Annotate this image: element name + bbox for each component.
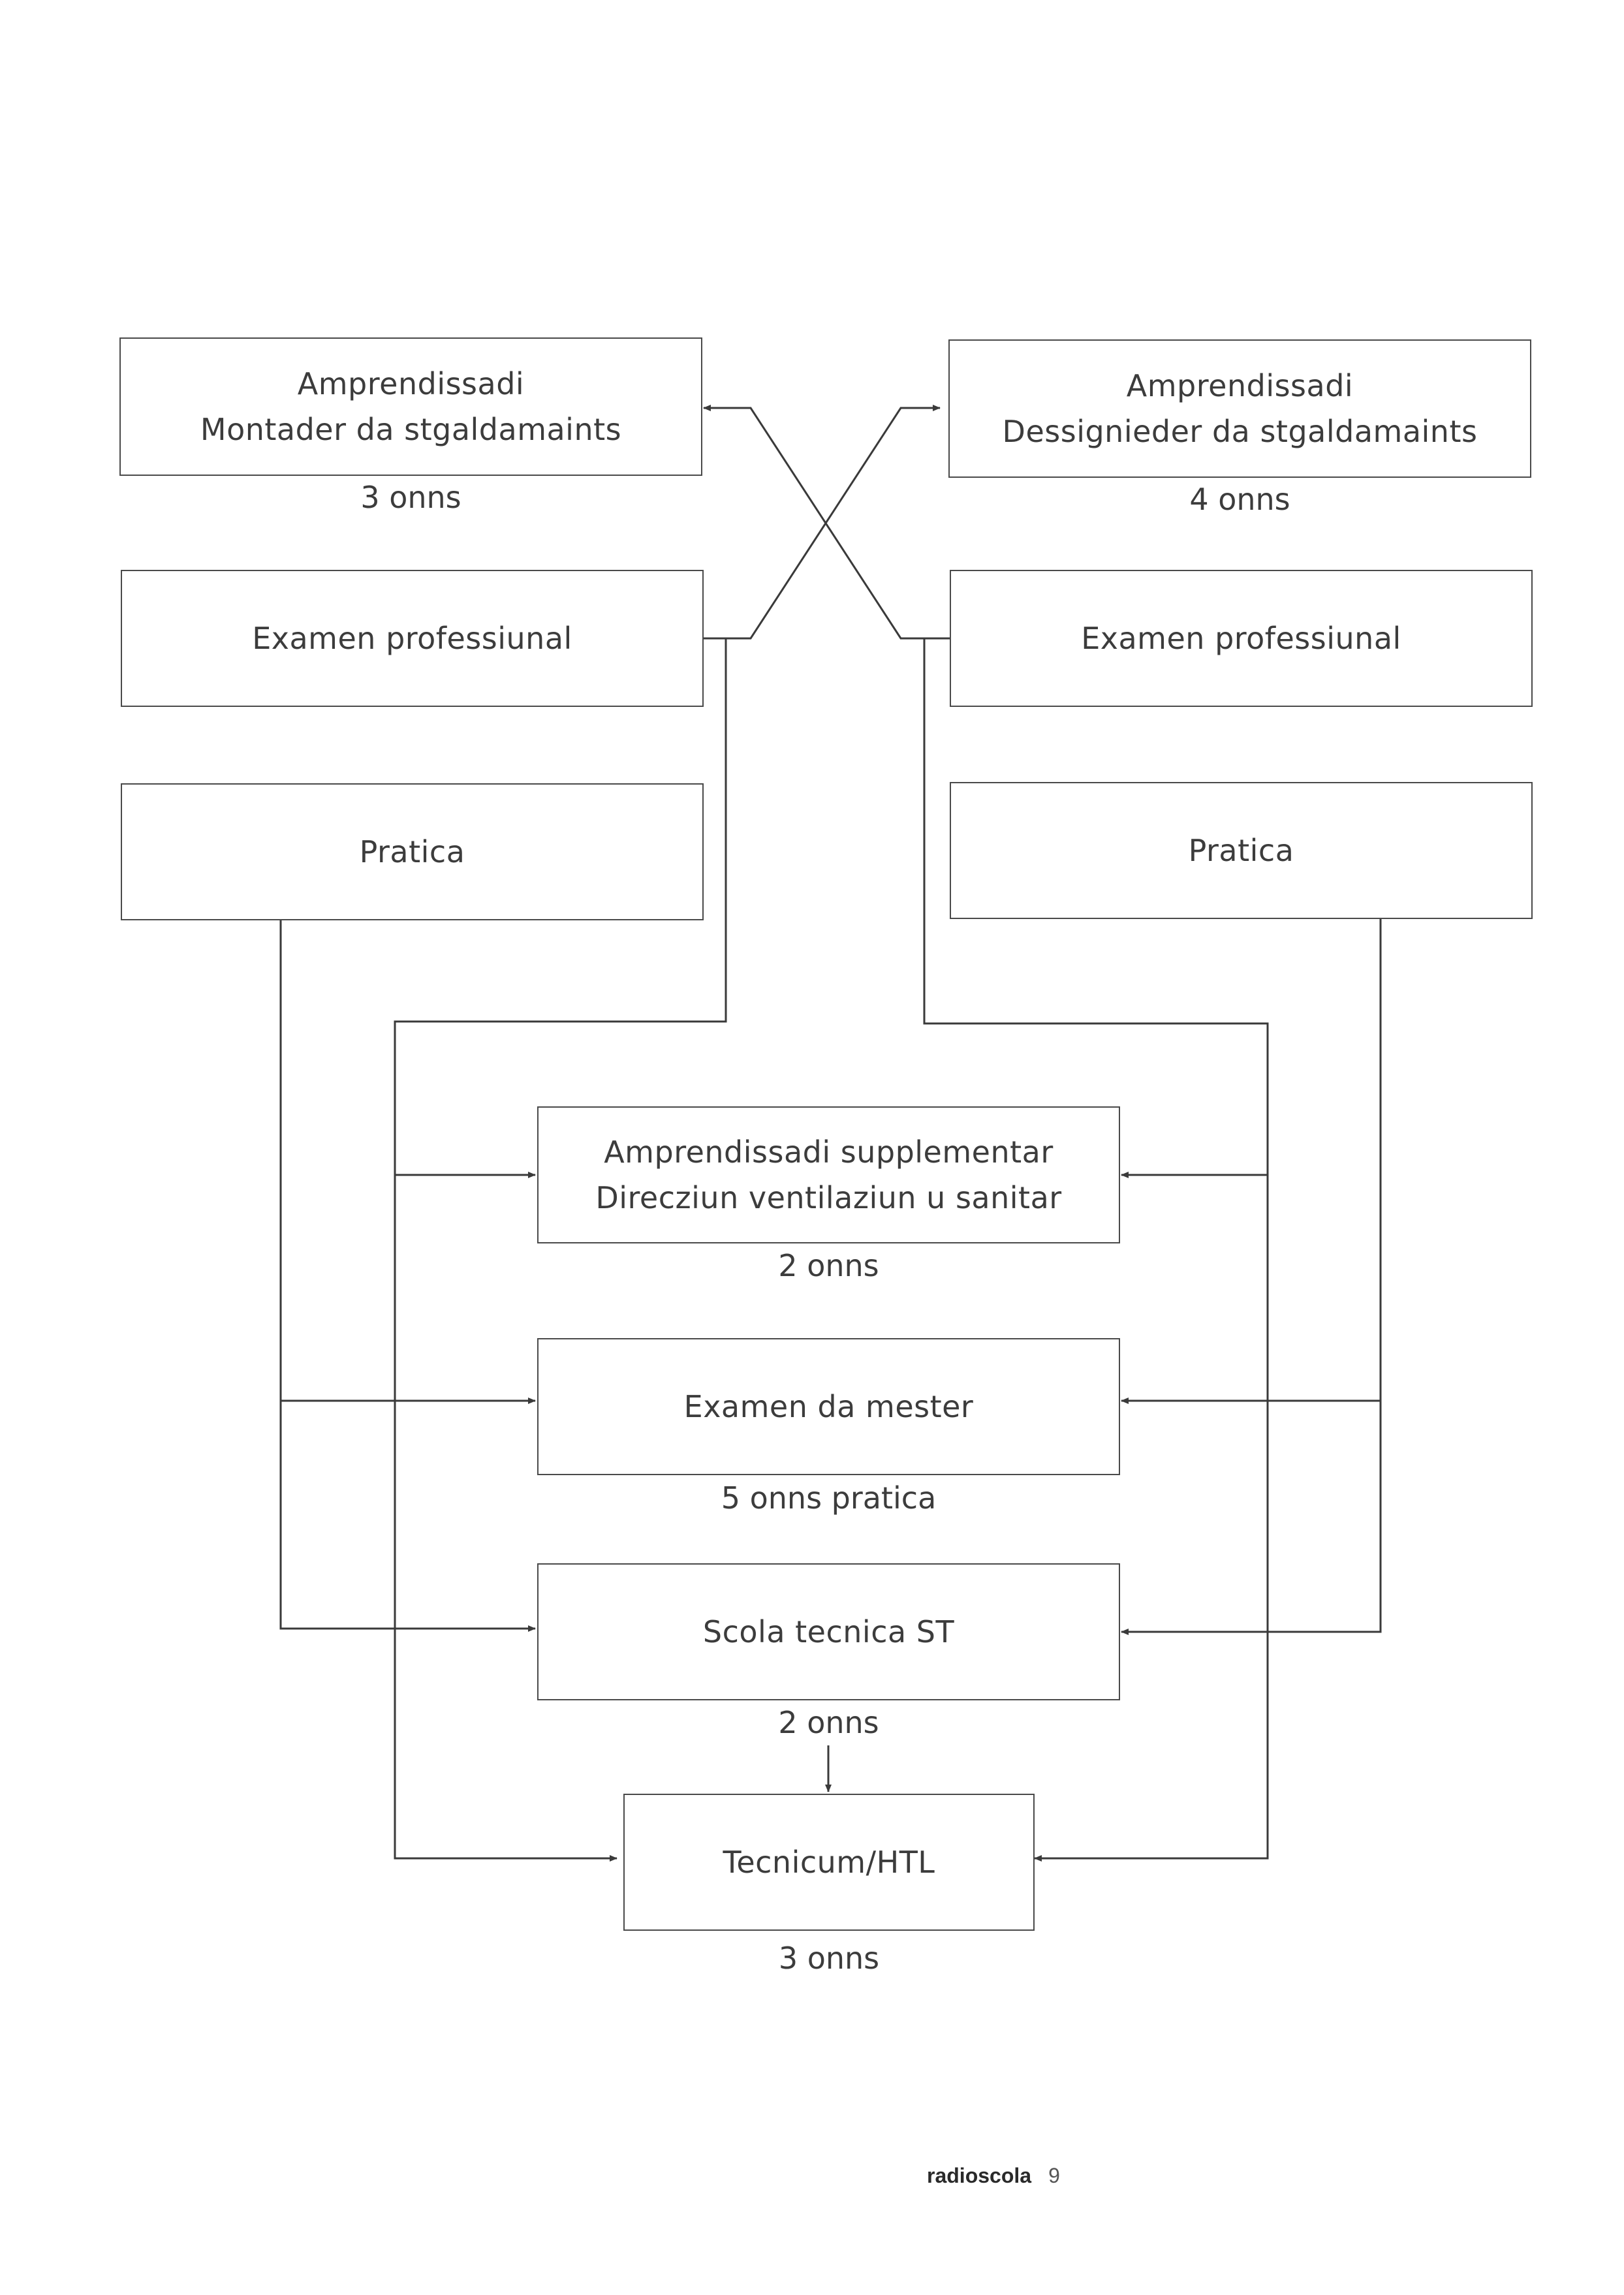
connector-right-exam-loop <box>923 638 1269 1862</box>
duration-dessignieder: 4 onns <box>1189 482 1290 517</box>
footer-brand: radioscola <box>927 2164 1032 2187</box>
connector-exam-left-to-dessignieder <box>702 405 941 640</box>
duration-master-exam: 5 onns pratica <box>721 1480 937 1516</box>
box-technical-school: Scola tecnica ST <box>537 1563 1120 1700</box>
duration-technical-school: 2 onns <box>778 1705 879 1740</box>
box-apprentice-montader: Amprendissadi Montader da stgaldamaints <box>119 337 702 476</box>
practice-left-label: Pratica <box>359 834 465 869</box>
exam-left-label: Examen professiunal <box>252 621 572 656</box>
duration-montader: 3 onns <box>360 480 461 515</box>
page-footer: radioscola 9 <box>927 2164 1060 2188</box>
box-tecnicum: Tecnicum/HTL <box>623 1794 1035 1931</box>
exam-right-label: Examen professiunal <box>1081 621 1401 656</box>
practice-right-label: Pratica <box>1188 833 1294 868</box>
box-exam-right: Examen professiunal <box>950 570 1533 707</box>
apprentice-dessignieder-line1: Amprendissadi <box>1126 368 1354 403</box>
apprentice-montader-line2: Montader da stgaldamaints <box>200 412 622 447</box>
tecnicum-label: Tecnicum/HTL <box>723 1845 935 1880</box>
box-apprentice-dessignieder: Amprendissadi Dessignieder da stgaldamai… <box>948 339 1531 478</box>
apprentice-dessignieder-line2: Dessignieder da stgaldamaints <box>1002 414 1478 449</box>
duration-supplementary: 2 onns <box>778 1248 879 1283</box>
master-exam-label: Examen da mester <box>683 1389 974 1424</box>
box-master-exam: Examen da mester <box>537 1338 1120 1475</box>
box-practice-right: Pratica <box>950 782 1533 919</box>
box-supplementary: Amprendissadi supplementar Direcziun ven… <box>537 1106 1120 1243</box>
connector-left-practice-loop <box>279 919 536 1632</box>
apprentice-montader-line1: Amprendissadi <box>297 366 525 401</box>
connector-right-practice-loop <box>1121 919 1382 1635</box>
duration-tecnicum: 3 onns <box>778 1941 880 1976</box>
supplementary-line2: Direcziun ventilaziun u sanitar <box>595 1180 1062 1215</box>
connector-exam-right-to-montader <box>703 405 950 640</box>
box-practice-left: Pratica <box>121 783 704 920</box>
connector-left-exam-loop <box>394 638 727 1862</box>
technical-school-label: Scola tecnica ST <box>702 1614 955 1649</box>
supplementary-line1: Amprendissadi supplementar <box>604 1134 1054 1170</box>
box-exam-left: Examen professiunal <box>121 570 704 707</box>
page-number: 9 <box>1048 2164 1060 2187</box>
